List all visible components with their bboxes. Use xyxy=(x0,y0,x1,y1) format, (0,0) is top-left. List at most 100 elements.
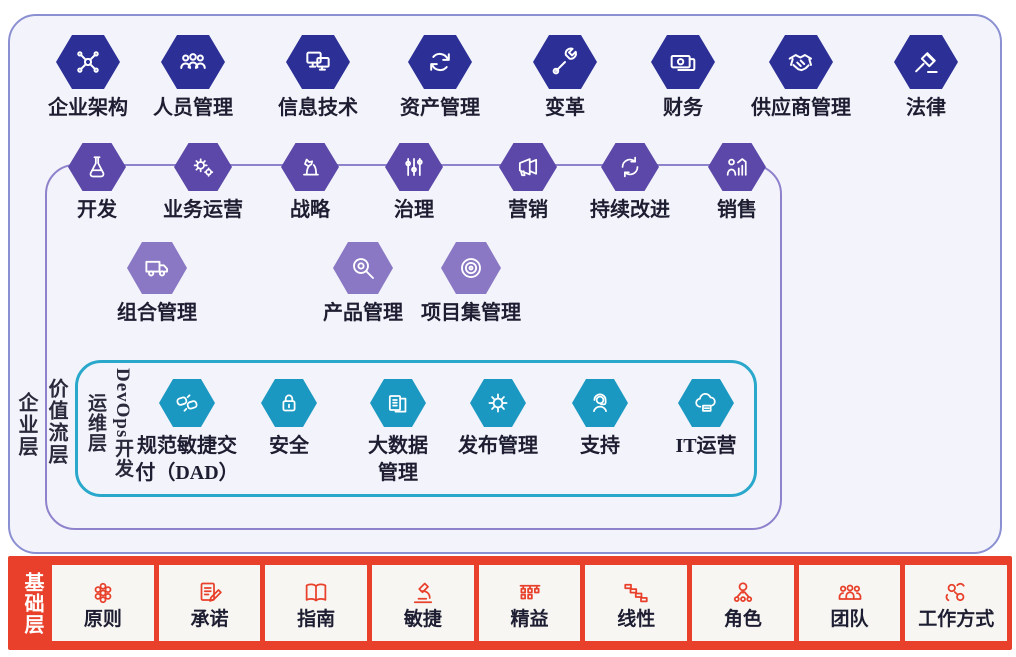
hex-label: 销售 xyxy=(717,199,757,221)
megaphone-icon xyxy=(518,158,538,177)
value-stream-layer-label: 价值流层 xyxy=(45,378,67,466)
management-hex-item: 产品管理 xyxy=(288,242,438,327)
cell-label: 线性 xyxy=(617,608,656,630)
enterprise-hex-item: 供应商管理 xyxy=(726,35,876,122)
hexagon-tile xyxy=(56,35,120,89)
devops-layer-label: 运维层 DevOps开发 xyxy=(82,362,136,484)
handshake-icon xyxy=(788,54,812,72)
magnifier-icon xyxy=(353,258,374,279)
target-icon xyxy=(461,258,481,278)
value_stream-hex-item: 营销 xyxy=(453,143,603,224)
foundation-cell: 指南 xyxy=(265,565,368,641)
documents-icon xyxy=(388,395,407,413)
devops-hex-item: 安全 xyxy=(214,379,364,460)
hex-label: 治理 xyxy=(394,199,434,221)
hex-label: 资产管理 xyxy=(400,97,480,119)
hex-label: 持续改进 xyxy=(590,199,670,221)
devops-hex-item: 规范敏捷交 付（DAD） xyxy=(112,379,262,487)
hexagon-tile xyxy=(470,379,526,427)
chess-knight-icon xyxy=(303,158,319,176)
hexagon-tile xyxy=(370,379,426,427)
cell-label: 精益 xyxy=(510,608,549,630)
kanban-icon xyxy=(519,584,540,599)
value_stream-hex-item: 持续改进 xyxy=(555,143,705,224)
value_stream-hex-item: 战略 xyxy=(235,143,385,224)
team-icon xyxy=(838,584,861,600)
management-hex-item: 项目集管理 xyxy=(396,242,546,327)
foundation-cell: 承诺 xyxy=(158,565,261,641)
hex-label: 产品管理 xyxy=(323,302,403,324)
hex-label: 供应商管理 xyxy=(751,97,851,119)
devops-layer-box xyxy=(75,360,757,497)
sliders-icon xyxy=(405,157,423,177)
hexagon-tile xyxy=(286,35,350,89)
monitors-icon xyxy=(306,51,330,71)
hexagon-tile xyxy=(161,35,225,89)
flask-icon xyxy=(89,156,105,178)
foundation-cells: 原则承诺指南敏捷精益线性角色团队工作方式 xyxy=(52,565,1008,641)
enterprise-hex-item: 信息技术 xyxy=(243,35,393,122)
foundation-cell: 敏捷 xyxy=(372,565,474,641)
hexagon-tile xyxy=(769,35,833,89)
hex-label: IT运营 xyxy=(675,435,737,457)
cash-icon xyxy=(670,55,696,71)
fist-bump-icon xyxy=(176,394,198,412)
cell-label: 原则 xyxy=(83,608,122,630)
devops-hex-item: IT运营 xyxy=(631,379,781,460)
recycle-icon xyxy=(430,52,450,72)
foundation-layer-label: 基础层 xyxy=(21,571,43,635)
hex-label: 信息技术 xyxy=(278,97,358,119)
collaboration-icon xyxy=(945,582,965,601)
hexagon-tile xyxy=(441,242,501,294)
network-icon xyxy=(77,51,99,73)
hex-label: 业务运营 xyxy=(163,199,243,221)
cell-label: 工作方式 xyxy=(918,608,995,630)
hex-label: 发布管理 xyxy=(458,435,538,457)
people-icon xyxy=(180,53,206,69)
hexagon-tile xyxy=(68,143,126,191)
hexagon-tile xyxy=(533,35,597,89)
hexagon-tile xyxy=(281,143,339,191)
value_stream-hex-item: 销售 xyxy=(662,143,812,224)
hex-label: 组合管理 xyxy=(117,302,197,324)
enterprise-hex-item: 变革 xyxy=(490,35,640,122)
cell-label: 敏捷 xyxy=(403,608,442,630)
hex-label: 变革 xyxy=(545,97,585,119)
hexagon-tile xyxy=(708,143,766,191)
open-book-icon xyxy=(305,582,327,601)
hexagon-tile xyxy=(408,35,472,89)
hex-label: 营销 xyxy=(508,199,548,221)
value_stream-hex-item: 业务运营 xyxy=(128,143,278,224)
enterprise-hex-item: 财务 xyxy=(608,35,758,122)
gavel-icon xyxy=(915,52,938,73)
enterprise-hex-item: 法律 xyxy=(851,35,1001,122)
cell-label: 承诺 xyxy=(190,608,229,630)
enterprise-hex-item: 人员管理 xyxy=(118,35,268,122)
hex-label: 项目集管理 xyxy=(421,302,521,324)
hexagon-tile xyxy=(678,379,734,427)
value_stream-hex-item: 开发 xyxy=(22,143,172,224)
headset-icon xyxy=(593,393,607,413)
hex-label: 企业架构 xyxy=(48,97,128,119)
document-pen-icon xyxy=(200,582,222,602)
gears-icon xyxy=(193,158,214,177)
hexagon-tile xyxy=(385,143,443,191)
cell-label: 角色 xyxy=(723,608,762,630)
sales-chart-icon xyxy=(726,158,747,176)
cloud-server-icon xyxy=(695,393,716,412)
foundation-cell: 精益 xyxy=(478,565,581,641)
hexagon-tile xyxy=(333,242,393,294)
foundation-cell: 原则 xyxy=(52,565,154,641)
honeycomb-icon xyxy=(94,582,112,603)
hexagon-tile xyxy=(499,143,557,191)
devops-hex-item: 支持 xyxy=(525,379,675,460)
steps-icon xyxy=(624,583,648,602)
ship-wheel-icon xyxy=(488,393,508,413)
hex-label: 人员管理 xyxy=(153,97,233,119)
hexagon-tile xyxy=(651,35,715,89)
hexagon-tile xyxy=(174,143,232,191)
lock-icon xyxy=(282,394,296,412)
hex-label: 开发 xyxy=(77,199,117,221)
cycle-arrows-icon xyxy=(621,156,639,178)
